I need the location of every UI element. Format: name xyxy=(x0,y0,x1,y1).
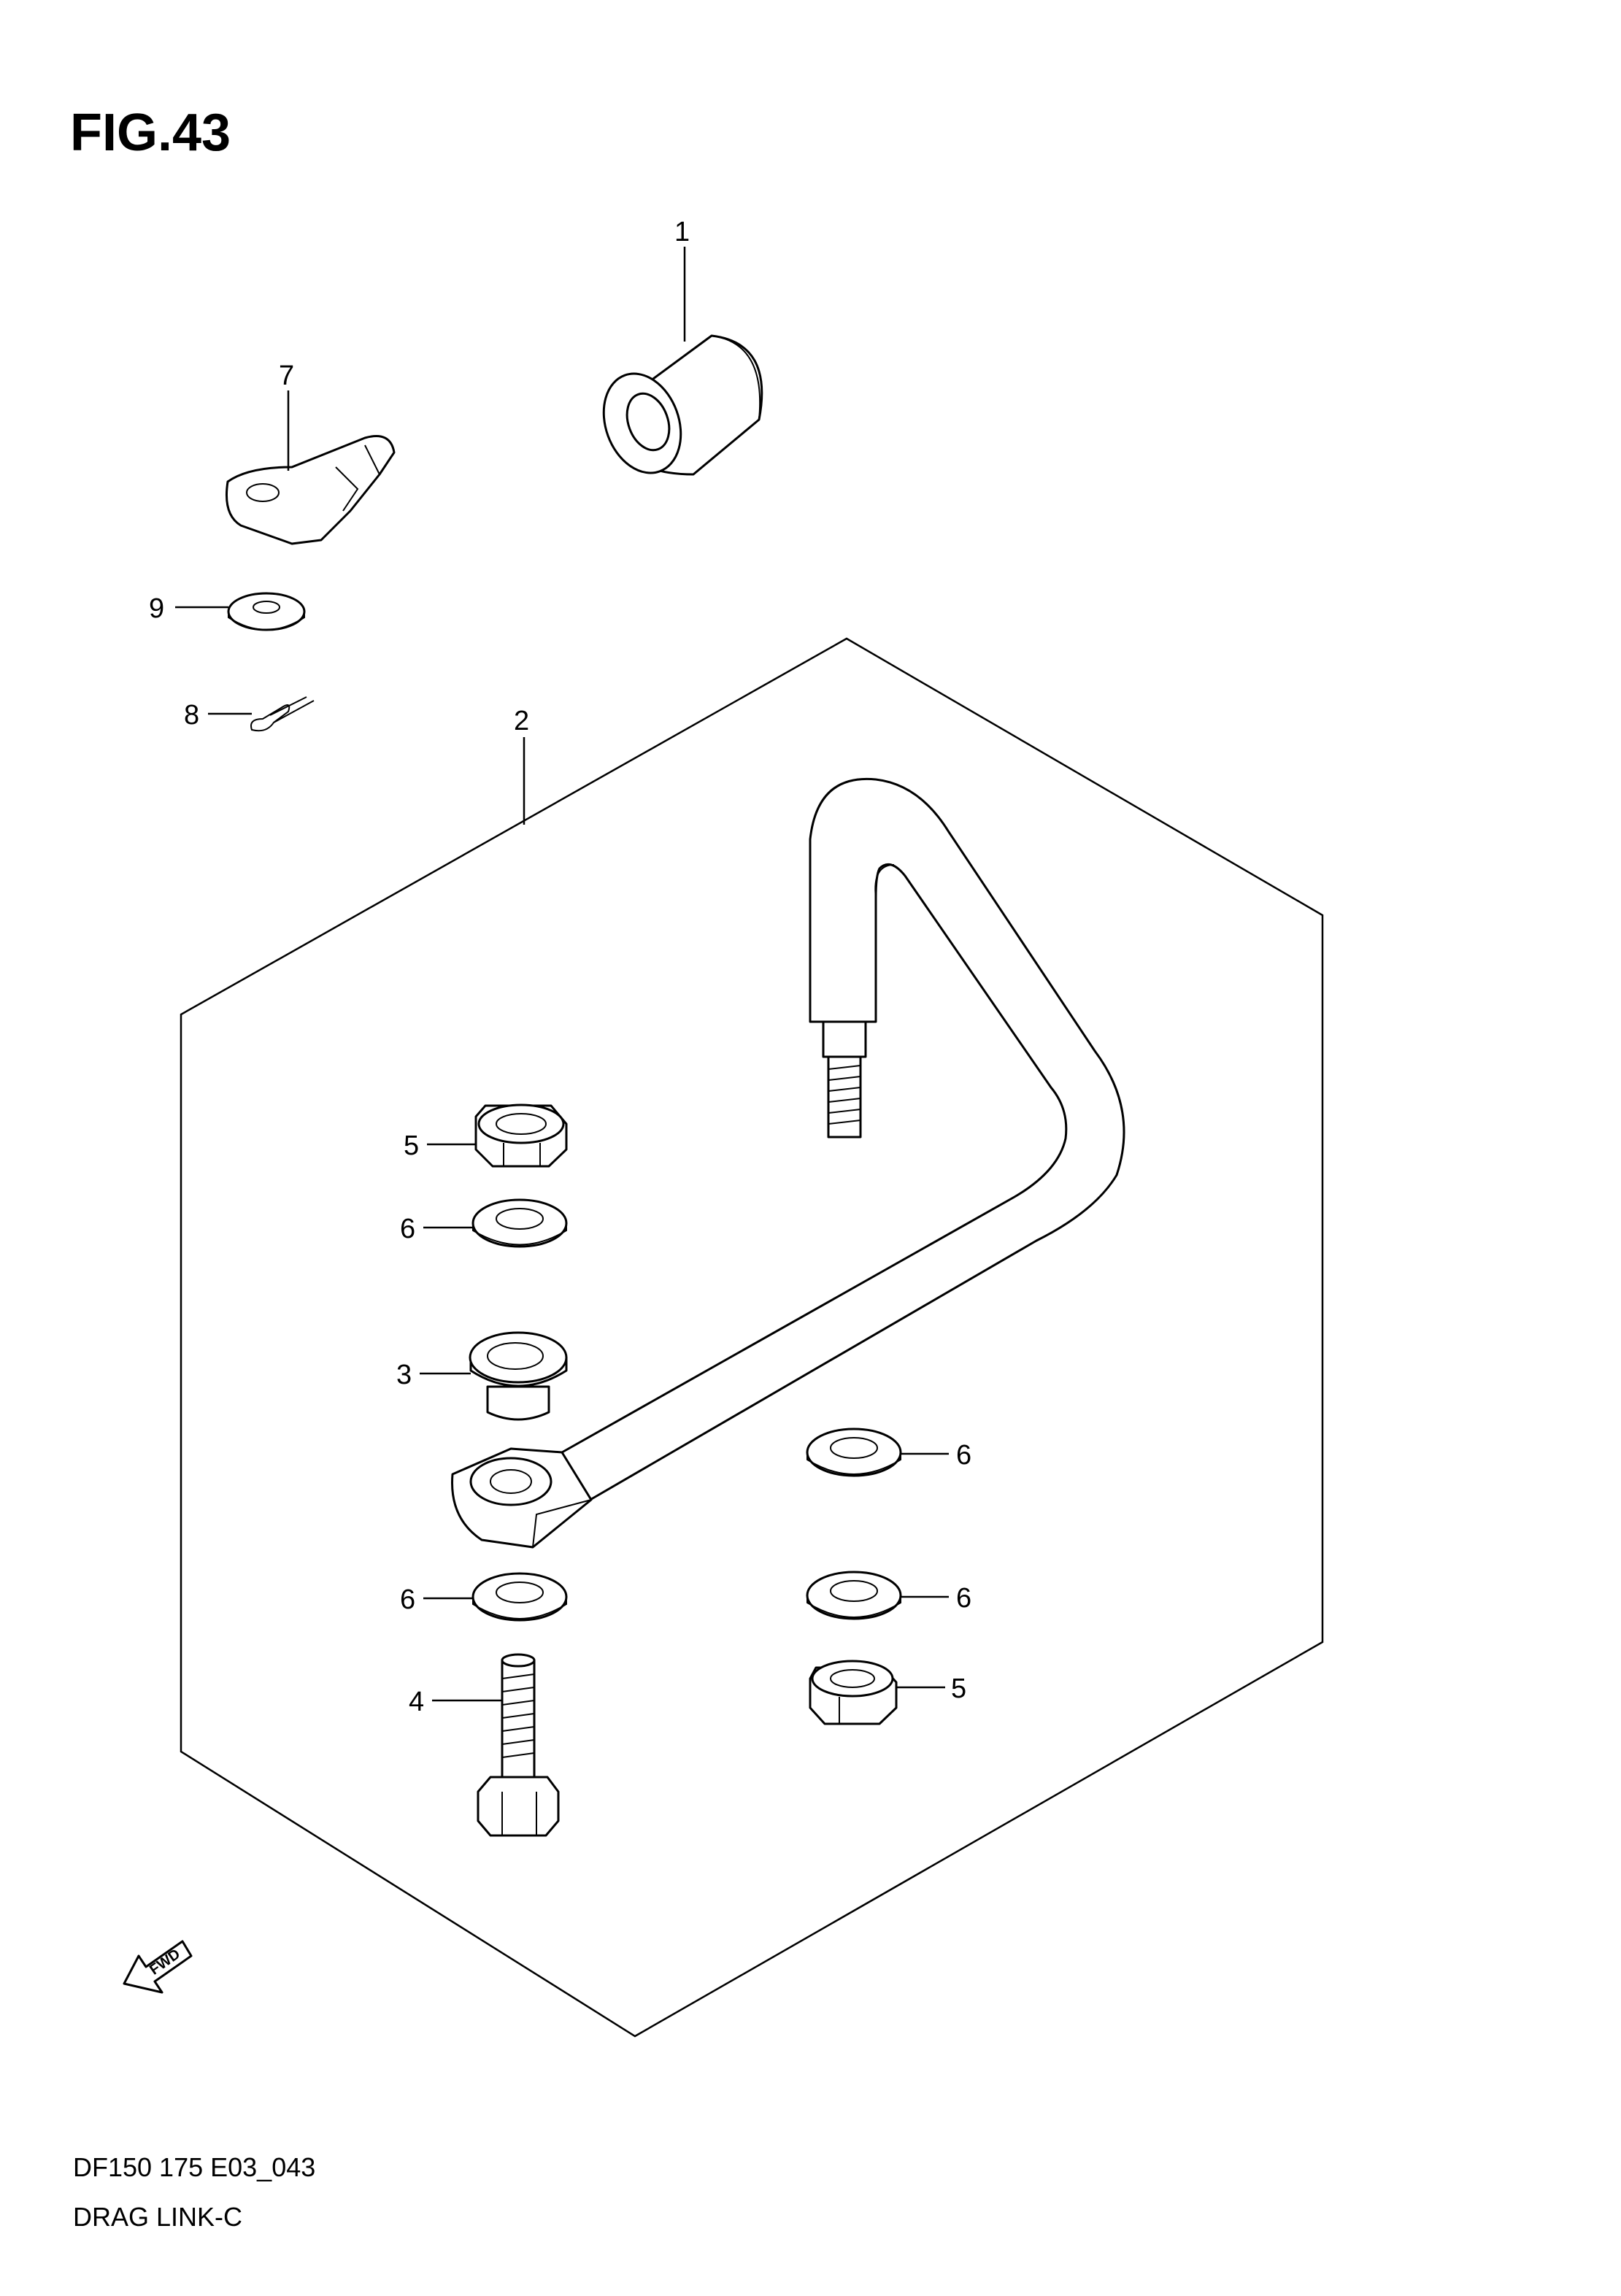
callout-6d: 6 xyxy=(956,1583,971,1614)
part-6-washer-3[interactable] xyxy=(471,1572,568,1622)
callout-3: 3 xyxy=(396,1360,412,1390)
part-6-washer-1[interactable] xyxy=(471,1198,568,1248)
callout-1: 1 xyxy=(674,217,690,247)
callout-4: 4 xyxy=(409,1687,424,1717)
callout-5a: 5 xyxy=(404,1130,419,1161)
part-5-nut-upper[interactable] xyxy=(474,1103,568,1168)
callout-8: 8 xyxy=(184,700,199,731)
callout-2: 2 xyxy=(514,706,529,736)
part-2-drag-link[interactable] xyxy=(451,777,1125,1549)
part-7-rod-end[interactable] xyxy=(225,435,396,545)
callout-9: 9 xyxy=(149,593,164,624)
assembly-outline xyxy=(180,637,1324,2038)
part-3-collar[interactable] xyxy=(469,1331,568,1421)
part-6-washer-4[interactable] xyxy=(806,1571,902,1620)
callout-5b: 5 xyxy=(951,1673,966,1704)
callout-6b: 6 xyxy=(956,1440,971,1471)
figure-code: DF150 175 E03_043 xyxy=(73,2152,315,2182)
callout-6a: 6 xyxy=(400,1214,415,1244)
fwd-arrow-icon: FWD xyxy=(123,1940,193,1994)
callout-7: 7 xyxy=(279,361,294,391)
figure-name: DRAG LINK-C xyxy=(73,2202,242,2232)
part-8-cotter-pin[interactable] xyxy=(250,696,315,732)
part-1-bushing[interactable] xyxy=(590,334,763,484)
part-4-bolt[interactable] xyxy=(477,1653,560,1837)
part-5-nut-lower[interactable] xyxy=(809,1660,898,1725)
figure-title: FIG.43 xyxy=(70,104,231,162)
part-9-washer[interactable] xyxy=(227,592,306,631)
part-6-washer-2[interactable] xyxy=(806,1428,902,1477)
callout-6c: 6 xyxy=(400,1584,415,1615)
